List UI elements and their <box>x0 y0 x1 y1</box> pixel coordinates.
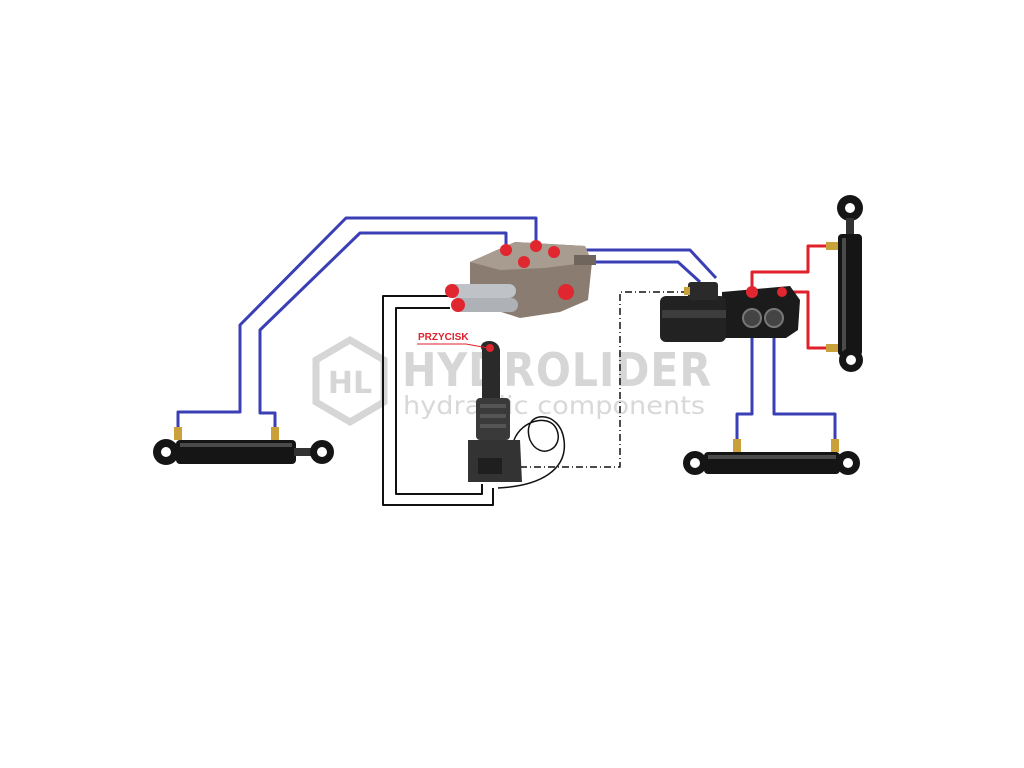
wire-joystick-inner <box>395 307 483 495</box>
watermark-monogram: HL <box>328 366 372 401</box>
valve-port <box>742 308 762 328</box>
valve-spool <box>446 284 516 298</box>
hose-left-outer <box>176 216 538 428</box>
port-plug <box>518 256 530 268</box>
directional-control-valve <box>445 240 596 318</box>
watermark-tagline: hydraulic components <box>403 391 705 420</box>
hose-mid-top <box>556 248 718 280</box>
port-plug <box>777 287 787 297</box>
port-plug <box>746 286 758 298</box>
button-label: PRZYCISK <box>417 332 489 349</box>
hose-left-inner <box>258 231 508 428</box>
wire-joystick-outer <box>382 295 494 506</box>
joystick-handle <box>480 340 500 407</box>
joystick-boot <box>476 398 510 440</box>
hose-right-top-1 <box>750 244 828 289</box>
cylinder-left <box>153 427 334 465</box>
joystick-button-icon <box>486 344 494 352</box>
fitting <box>733 439 741 452</box>
valve-port <box>764 308 784 328</box>
solenoid-diverter-valve <box>660 282 800 342</box>
port-plug <box>548 246 560 258</box>
fitting <box>174 427 182 440</box>
hose-right-bottom-1 <box>735 326 754 440</box>
solenoid-coil <box>660 296 726 342</box>
port-plug <box>558 284 574 300</box>
cylinder-right-bottom <box>683 439 860 475</box>
wires <box>382 291 688 506</box>
fitting <box>271 427 279 440</box>
fitting <box>826 344 838 352</box>
port-plug <box>530 240 542 252</box>
port-plug <box>500 244 512 256</box>
cylinder-rod <box>846 218 854 236</box>
fitting <box>831 439 839 452</box>
valve-spool <box>452 298 518 312</box>
fitting <box>826 242 838 250</box>
fitting <box>684 287 690 295</box>
port-plug <box>451 298 465 312</box>
label-leader-line <box>465 343 489 349</box>
hoses-blue <box>176 216 837 440</box>
button-label-text: PRZYCISK <box>418 332 469 343</box>
joystick <box>468 340 522 482</box>
valve-body <box>722 286 800 338</box>
solenoid-connector <box>688 282 718 300</box>
hose-right-bottom-2 <box>772 326 837 440</box>
watermark-brand: HYDROLIDER <box>402 343 712 397</box>
watermark: HL HYDROLIDER hydraulic components <box>312 335 712 427</box>
wire-solenoid-dashed <box>500 291 688 468</box>
cylinder-body <box>838 234 862 356</box>
cylinder-right-vertical <box>826 195 863 372</box>
joystick-cable-coil <box>497 416 566 489</box>
port-plug <box>445 284 459 298</box>
cylinder-rod <box>294 448 314 456</box>
